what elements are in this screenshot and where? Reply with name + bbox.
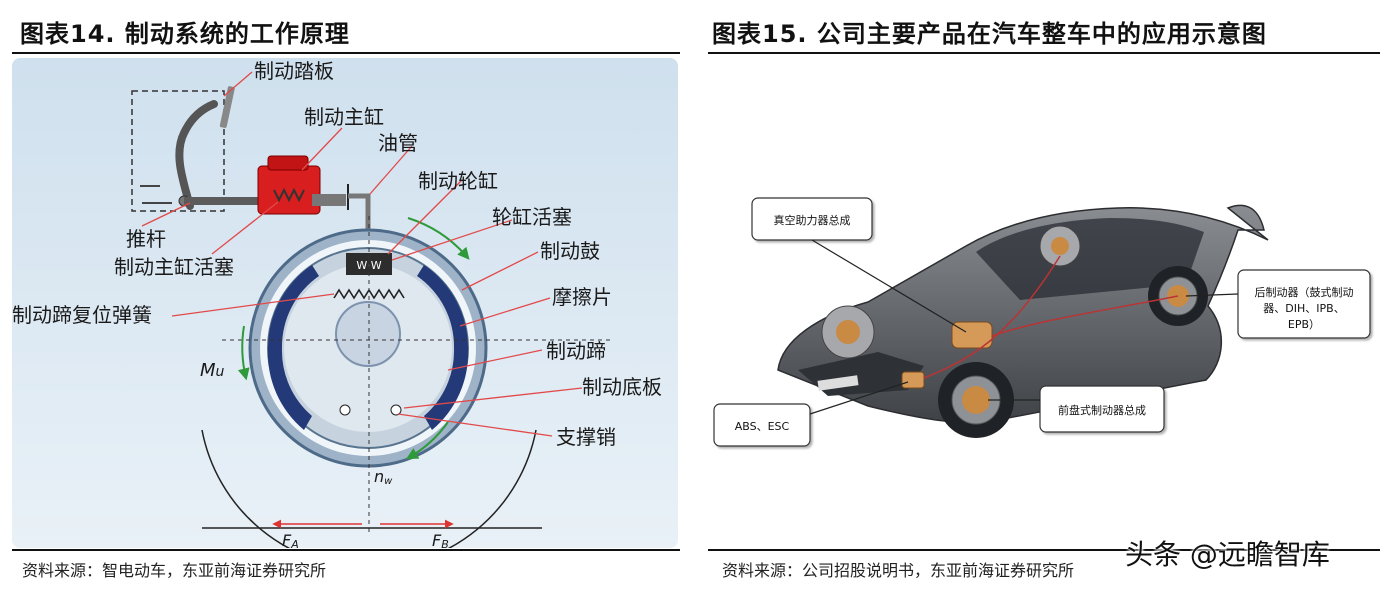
label-base-plate: 制动底板 <box>582 375 662 399</box>
label-drum: 制动鼓 <box>540 239 600 263</box>
road-arc <box>201 429 537 548</box>
master-cylinder <box>257 155 349 215</box>
label-friction: 摩擦片 <box>552 285 612 309</box>
callout-abs-esc: ABS、ESC <box>713 381 909 447</box>
right-title-rule <box>708 52 1380 54</box>
right-source-note: 资料来源：公司招股说明书，东亚前海证券研究所 <box>722 561 1075 580</box>
svg-text:真空助力器总成: 真空助力器总成 <box>774 213 851 227</box>
label-oil-pipe: 油管 <box>378 131 418 155</box>
push-rod <box>184 197 262 205</box>
left-bottom-rule <box>12 549 680 551</box>
svg-text:ABS、ESC: ABS、ESC <box>735 420 790 433</box>
right-bottom-rule <box>708 549 1380 551</box>
svg-text:EPB）: EPB） <box>1288 318 1320 331</box>
left-source-note: 资料来源：智电动车，东亚前海证券研究所 <box>22 561 327 580</box>
car-application-diagram: 真空助力器总成 后制动器（鼓式制动 器、DIH、IPB、 EPB） ABS、ES… <box>713 197 1371 447</box>
label-nw: nw <box>374 467 393 487</box>
label-master-cylinder: 制动主缸 <box>304 105 384 129</box>
label-master-piston: 制动主缸活塞 <box>114 255 234 279</box>
right-figure-title: 图表15. 公司主要产品在汽车整车中的应用示意图 <box>712 20 1267 48</box>
label-fb: FB <box>432 531 449 548</box>
car-illustration <box>777 204 1269 438</box>
label-fa: FA <box>282 531 299 548</box>
label-support-pin: 支撑销 <box>556 425 616 449</box>
svg-text:前盘式制动器总成: 前盘式制动器总成 <box>1058 403 1146 417</box>
watermark: 头条 @远瞻智库 <box>1125 538 1330 571</box>
svg-text:器、DIH、IPB、: 器、DIH、IPB、 <box>1263 302 1344 315</box>
callout-front-disc: 前盘式制动器总成 <box>988 385 1165 433</box>
rotation-arrow-left <box>237 325 250 381</box>
svg-text:后制动器（鼓式制动: 后制动器（鼓式制动 <box>1255 285 1354 299</box>
rotation-arrow-bottom <box>405 421 449 460</box>
rotation-arrow-top <box>407 217 470 260</box>
label-brake-pedal: 制动踏板 <box>254 59 334 83</box>
label-wheel-piston: 轮缸活塞 <box>492 205 572 229</box>
callout-booster: 真空助力器总成 <box>751 197 967 333</box>
label-mu: Mu <box>200 360 225 381</box>
callout-rear-brake: 后制动器（鼓式制动 器、DIH、IPB、 EPB） <box>1185 269 1371 339</box>
left-title-rule <box>12 52 680 54</box>
left-figure-title: 图表14. 制动系统的工作原理 <box>20 20 350 48</box>
label-wheel-cylinder: 制动轮缸 <box>418 169 498 193</box>
brake-drum-assembly: W·W <box>248 228 488 468</box>
label-push-rod: 推杆 <box>126 227 166 251</box>
label-return-spring: 制动蹄复位弹簧 <box>12 303 152 327</box>
brake-system-diagram: W·W 制动踏板 制动主缸 油管 制动轮缸 轮缸活塞 推杆 <box>12 58 678 548</box>
brake-pedal-assembly <box>131 86 235 212</box>
label-shoe: 制动蹄 <box>546 339 606 363</box>
label-leaders <box>141 71 583 437</box>
